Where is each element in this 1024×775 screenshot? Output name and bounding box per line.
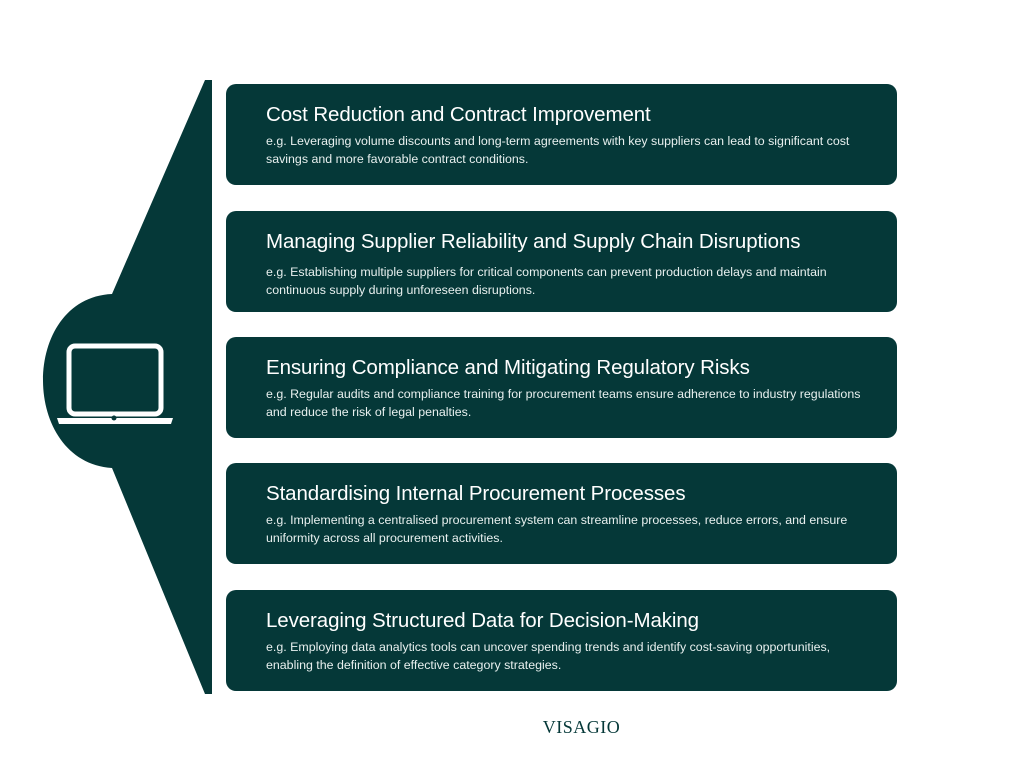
card-title: Ensuring Compliance and Mitigating Regul… [266, 356, 750, 379]
card-description: e.g. Employing data analytics tools can … [266, 640, 831, 672]
laptop-icon [57, 343, 173, 424]
card-supplier-reliability: Managing Supplier Reliability and Supply… [226, 211, 897, 312]
card-title: Standardising Internal Procurement Proce… [266, 482, 686, 505]
card-description: e.g. Implementing a centralised procurem… [266, 513, 848, 545]
card-compliance: Ensuring Compliance and Mitigating Regul… [226, 337, 897, 438]
card-description: e.g. Establishing multiple suppliers for… [266, 265, 827, 297]
card-title: Leveraging Structured Data for Decision-… [266, 609, 699, 632]
card-title: Cost Reduction and Contract Improvement [266, 103, 651, 126]
card-description: e.g. Leveraging volume discounts and lon… [266, 134, 850, 166]
funnel-shape [43, 80, 212, 694]
card-title: Managing Supplier Reliability and Supply… [266, 230, 801, 253]
brand-logo: VISAGIO [542, 717, 621, 737]
card-standardising-processes: Standardising Internal Procurement Proce… [226, 463, 897, 564]
card-description: e.g. Regular audits and compliance train… [266, 387, 861, 419]
card-structured-data: Leveraging Structured Data for Decision-… [226, 590, 897, 691]
card-cost-reduction: Cost Reduction and Contract Improvement … [226, 84, 897, 185]
